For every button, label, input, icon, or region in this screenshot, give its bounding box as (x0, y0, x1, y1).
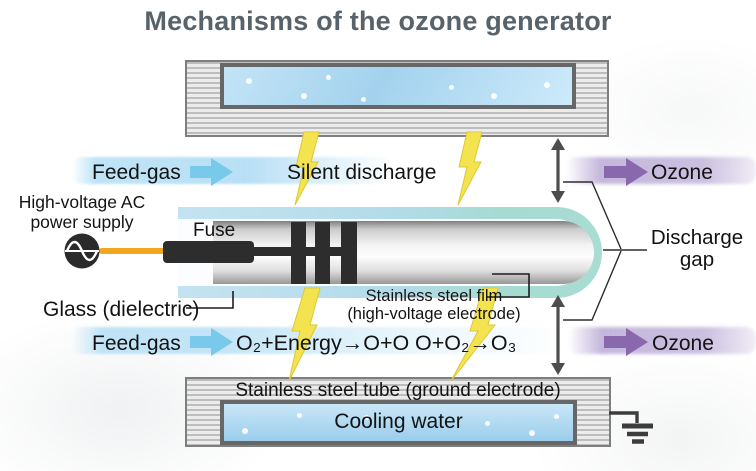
steel-film-label-line1: Stainless steel film (365, 287, 503, 305)
ozone-label-bottom: Ozone (652, 332, 714, 355)
water-bubble (301, 93, 307, 99)
cooling-water-label: Cooling water (334, 410, 463, 433)
feed-gas-label-bottom: Feed-gas (92, 332, 181, 355)
power-supply-label-line1: High-voltage AC (18, 192, 146, 212)
water-bubble (364, 415, 369, 420)
electrode-ring (315, 222, 330, 284)
water-bubble (361, 97, 366, 102)
water-bubble (246, 78, 252, 84)
discharge-gap-label: Discharge gap (642, 227, 752, 271)
reaction-equation-2: O+O₂→O₃ (415, 331, 517, 355)
cooling-water-top (220, 63, 576, 109)
steel-film-label-line2: (high-voltage electrode) (347, 305, 521, 323)
page-title: Mechanisms of the ozone generator (144, 6, 612, 36)
water-bubble (554, 414, 559, 419)
water-bubble (485, 421, 490, 426)
water-bubble (297, 413, 302, 418)
ozone-label-top: Ozone (651, 161, 713, 184)
silent-discharge-label: Silent discharge (287, 161, 437, 184)
discharge-gap-label-line1: Discharge (650, 226, 744, 249)
discharge-gap-label-line2: gap (679, 248, 715, 271)
ozone-flow-band-top (566, 157, 756, 184)
ac-source-icon (64, 233, 100, 269)
water-bubble (529, 430, 535, 436)
cooling-water-bottom (220, 400, 577, 445)
water-bubble (544, 82, 550, 88)
electrode-ring (341, 222, 357, 284)
reaction-equation-1: O₂+Energy→O+O (236, 331, 410, 355)
ground-electrode-tube-label: Stainless steel tube (ground electrode) (235, 380, 561, 401)
water-bubble (242, 428, 248, 434)
feed-gas-flow-band-top (72, 157, 394, 184)
feed-gas-label-top: Feed-gas (92, 161, 181, 184)
steel-film-label: Stainless steel film (high-voltage elect… (337, 287, 531, 323)
fuse-body (163, 241, 254, 263)
power-supply-label: High-voltage AC power supply (2, 192, 162, 232)
water-bubble (449, 85, 454, 90)
glass-dielectric-label: Glass (dielectric) (43, 298, 200, 321)
water-bubble (491, 93, 497, 99)
electrode-ring (291, 222, 306, 284)
supply-wire (99, 248, 166, 254)
ozone-flow-band-bottom (568, 327, 756, 354)
fuse-label: Fuse (193, 220, 236, 241)
power-supply-label-line2: power supply (30, 212, 134, 232)
water-bubble (326, 75, 331, 80)
